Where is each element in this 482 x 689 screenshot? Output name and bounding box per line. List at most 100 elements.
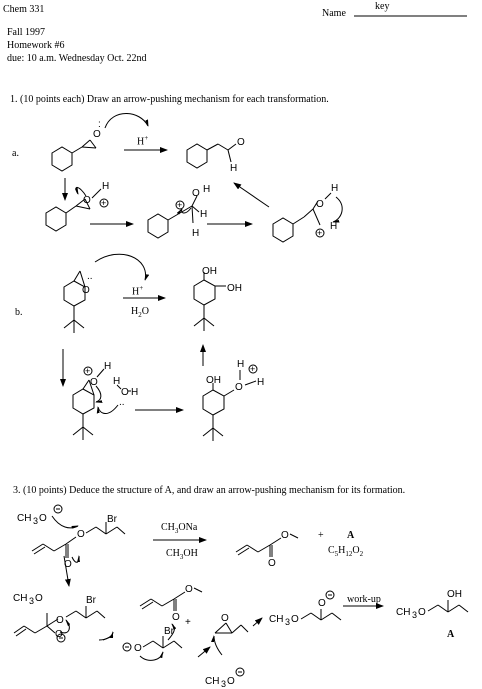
svg-text:CH: CH	[269, 614, 283, 625]
homework-number: Homework #6	[7, 40, 65, 51]
svg-text:OH: OH	[447, 589, 462, 600]
svg-text:CH: CH	[396, 607, 410, 618]
cyclohexene-oxide: O ..	[63, 270, 93, 333]
svg-text:3: 3	[221, 679, 226, 689]
svg-text:+: +	[185, 617, 191, 628]
final-a-label: A	[447, 629, 455, 640]
svg-text:CH: CH	[13, 593, 27, 604]
svg-text:O: O	[281, 530, 289, 541]
protonated-cyclohexene-oxide: O + H	[72, 361, 111, 440]
final-product-a: CH 3 O OH	[396, 589, 469, 620]
reagent-3-bottom: CH3OH	[166, 548, 198, 561]
reagent-3-top: CH3ONa	[161, 522, 198, 535]
svg-text:OH: OH	[206, 375, 221, 386]
svg-text:O: O	[83, 195, 91, 206]
svg-text:3: 3	[33, 516, 38, 526]
svg-text:O: O	[221, 613, 229, 624]
svg-text:H: H	[237, 359, 244, 370]
bromo-alkoxide: O Br	[122, 626, 183, 654]
tetrahedral-intermediate: CH 3 O O O Br	[13, 593, 106, 643]
svg-text:O: O	[77, 529, 85, 540]
methyl-ester-product: O O	[235, 530, 299, 569]
term: Fall 1997	[7, 27, 46, 38]
svg-text:..: ..	[119, 397, 125, 408]
trans-diol: OH OH	[193, 266, 242, 331]
svg-text:H: H	[230, 163, 237, 174]
methoxy-alkoxide: CH 3 O O	[269, 590, 342, 627]
oxonium-diol-intermediate: OH O H + H	[202, 359, 264, 441]
svg-text:H: H	[131, 387, 138, 398]
svg-text:Br: Br	[86, 595, 97, 606]
part-a-label: a.	[12, 148, 19, 159]
svg-text::: :	[98, 119, 101, 130]
svg-text:H: H	[104, 361, 111, 372]
svg-text:..: ..	[87, 271, 93, 282]
svg-text:O: O	[39, 513, 47, 524]
name-value: key	[375, 1, 390, 12]
svg-text:H: H	[257, 377, 264, 388]
workup-label: work-up	[347, 594, 381, 605]
svg-text:H: H	[102, 181, 109, 192]
svg-text:O: O	[291, 614, 299, 625]
methyl-ester-2: O O	[139, 584, 203, 623]
svg-text:O: O	[316, 199, 324, 210]
svg-text:+: +	[101, 198, 106, 208]
part-b-label: b.	[15, 307, 23, 318]
svg-text:O: O	[227, 676, 235, 687]
svg-text:3: 3	[29, 596, 34, 606]
svg-text:H: H	[331, 183, 338, 194]
svg-text:OH: OH	[227, 283, 242, 294]
svg-text:O: O	[268, 558, 276, 569]
starting-ester: O O Br	[31, 514, 126, 570]
svg-text:O: O	[56, 615, 64, 626]
product-a-formula: C5H12O2	[328, 545, 364, 558]
reagent-b-top: H+	[132, 284, 144, 298]
svg-text:O: O	[134, 643, 142, 654]
svg-text:+: +	[250, 364, 255, 374]
protonated-epoxide: O H +	[45, 181, 109, 232]
oxonium-intermediate: O H H +	[272, 183, 338, 243]
svg-text:H: H	[192, 228, 199, 239]
svg-text:+: +	[177, 200, 182, 210]
plus-sign: +	[318, 530, 324, 541]
svg-text:O: O	[93, 129, 101, 140]
butene-oxide: O	[214, 613, 249, 634]
svg-text:H: H	[113, 376, 120, 387]
svg-text:O: O	[121, 387, 129, 398]
carbocation: + O H H H	[147, 184, 210, 239]
svg-text:O: O	[90, 377, 98, 388]
svg-text:CH: CH	[205, 676, 219, 687]
svg-text:O: O	[318, 598, 326, 609]
epoxide-start: O :	[51, 119, 101, 172]
svg-text:OH: OH	[202, 266, 217, 277]
product-a-label: A	[347, 530, 355, 541]
svg-text:H: H	[330, 221, 337, 232]
svg-text:O: O	[82, 285, 90, 296]
reagent-a: H+	[137, 134, 149, 148]
svg-text:O: O	[192, 188, 200, 199]
svg-text:O: O	[35, 593, 43, 604]
reagent-b-bottom: H2O	[131, 306, 149, 319]
svg-text:O: O	[64, 559, 72, 570]
problem3-prompt: 3. (10 points) Deduce the structure of A…	[13, 485, 406, 496]
svg-text:O: O	[235, 382, 243, 393]
svg-text:+: +	[85, 366, 90, 376]
svg-text:H: H	[200, 209, 207, 220]
svg-text:Br: Br	[107, 514, 118, 525]
name-label: Name	[322, 8, 346, 19]
course-title: Chem 331	[3, 4, 45, 15]
svg-text:3: 3	[412, 610, 417, 620]
svg-text:O: O	[237, 137, 245, 148]
svg-text:O: O	[418, 607, 426, 618]
svg-text:O: O	[185, 584, 193, 595]
problem1-prompt: 1. (10 points each) Draw an arrow-pushin…	[10, 94, 329, 105]
due-date: due: 10 a.m. Wednesday Oct. 22nd	[7, 53, 147, 64]
svg-text:O: O	[172, 612, 180, 623]
svg-text:Br: Br	[164, 626, 175, 637]
svg-text:CH: CH	[17, 513, 31, 524]
svg-text:+: +	[317, 228, 322, 238]
svg-text:3: 3	[285, 617, 290, 627]
svg-text:H: H	[203, 184, 210, 195]
aldehyde-product: O H	[186, 137, 245, 174]
